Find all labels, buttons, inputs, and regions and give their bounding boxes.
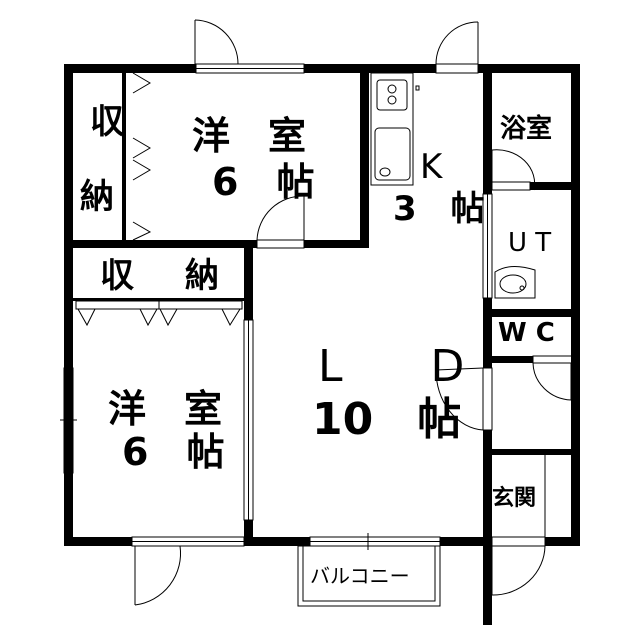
closet-1-label-bottom: 納 [80, 177, 114, 217]
entrance-label: 玄関 [492, 486, 537, 511]
western-room-2-size: 6 帖 [122, 430, 225, 474]
bathroom-label: 浴室 [500, 114, 553, 144]
closet-2-label-left: 収 [100, 256, 134, 296]
living-dining-name: L D [318, 341, 465, 392]
doors-windows [60, 19, 576, 607]
living-dining-size: 10 帖 [312, 394, 462, 445]
walls [64, 64, 580, 625]
utility-label: U T [508, 228, 552, 258]
balcony-label: バルコニー [310, 564, 410, 588]
western-room-1-name: 洋 室 [192, 114, 307, 158]
western-room-2-name: 洋 室 [108, 387, 223, 431]
western-room-1-size: 6 帖 [212, 160, 315, 204]
kitchen-size: 3 帖 [393, 189, 485, 229]
kitchen-name: K [420, 147, 443, 187]
toilet-label: W C [498, 318, 555, 348]
closet-2-label-right: 納 [185, 256, 219, 296]
closet-1-label-top: 収 [90, 102, 124, 142]
